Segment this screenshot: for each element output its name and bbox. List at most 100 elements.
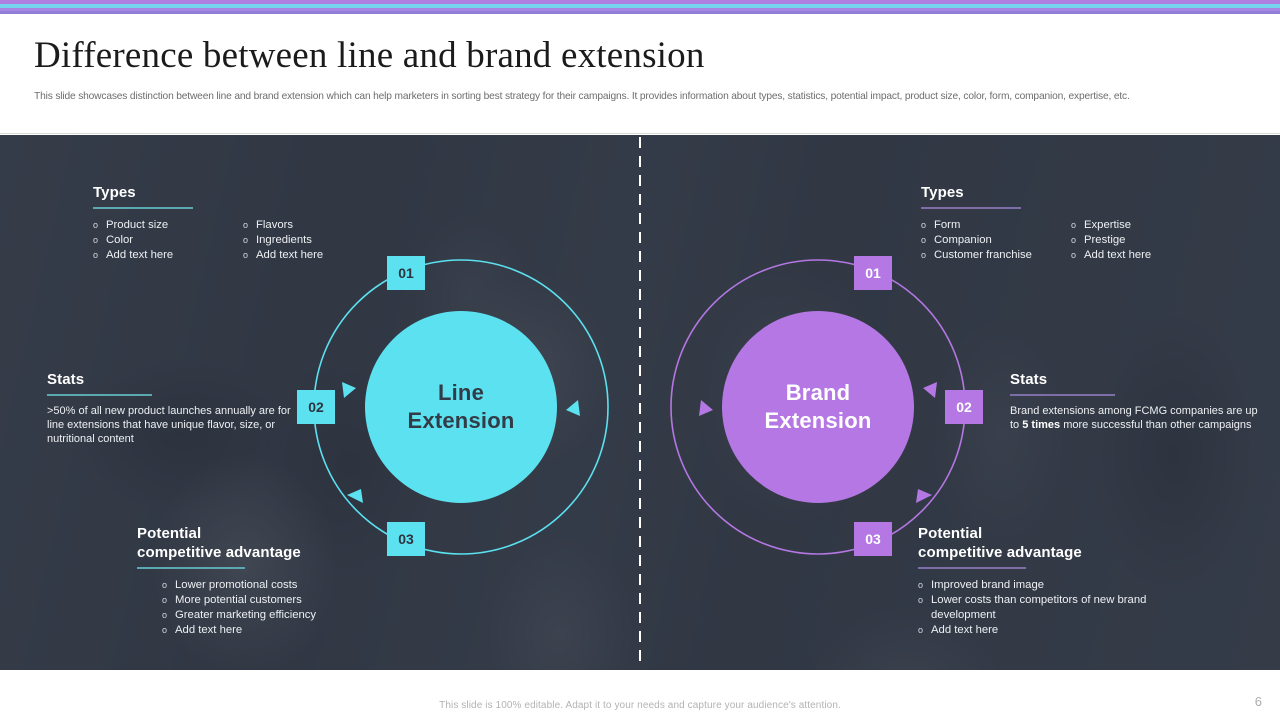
list-item-label: Greater marketing efficiency xyxy=(175,609,317,621)
bullet-circle-icon: o xyxy=(162,595,168,605)
left-types-underline xyxy=(93,207,193,209)
bullet-circle-icon: o xyxy=(1071,220,1077,230)
list-item: o Customer franchise xyxy=(921,248,1071,263)
list-item-label: Form xyxy=(934,219,961,231)
stripe-purple-mid xyxy=(0,8,1280,11)
right-stats-heading: Stats xyxy=(1010,371,1048,388)
right-badge-01[interactable]: 01 xyxy=(854,256,892,290)
left-advantage-underline xyxy=(137,567,245,569)
stripe-purple-top xyxy=(0,0,1280,4)
list-item-label: Add text here xyxy=(256,249,324,261)
list-item: o Color xyxy=(93,233,243,248)
list-item-label: More potential customers xyxy=(175,594,302,606)
left-badge-03[interactable]: 03 xyxy=(387,522,425,556)
bullet-circle-icon: o xyxy=(1071,235,1077,245)
right-badge-03[interactable]: 03 xyxy=(854,522,892,556)
list-item: o Companion xyxy=(921,233,1071,248)
list-item: o More potential customers xyxy=(162,593,457,608)
right-advantage-block: Potential competitive advantage o Improv… xyxy=(918,524,1218,637)
list-item-label: Flavors xyxy=(256,219,294,231)
left-types-block: Types o Product size o Color o Add text … xyxy=(93,183,453,263)
bullet-circle-icon: o xyxy=(162,625,168,635)
stripe-purple-bottom xyxy=(0,11,1280,14)
bullet-circle-icon: o xyxy=(162,580,168,590)
footer-note: This slide is 100% editable. Adapt it to… xyxy=(439,700,841,711)
right-stats-body-part-2: more successful than other campaigns xyxy=(1060,419,1252,431)
right-types-column-1: o Form o Companion o Customer franchise xyxy=(921,218,1071,263)
right-advantage-heading: Potential competitive advantage xyxy=(918,525,1082,561)
right-types-underline xyxy=(921,207,1021,209)
list-item: o Product size xyxy=(93,218,243,233)
list-item-label: Companion xyxy=(934,234,992,246)
right-stats-block: Stats Brand extensions among FCMG compan… xyxy=(1010,370,1260,432)
list-item: o Improved brand image xyxy=(918,578,1218,593)
left-stats-body: >50% of all new product launches annuall… xyxy=(47,405,291,445)
center-dashed-divider xyxy=(639,137,641,669)
right-types-bullets: o Form o Companion o Customer franchise … xyxy=(921,218,1251,263)
left-badge-01[interactable]: 01 xyxy=(387,256,425,290)
list-item: o Add text here xyxy=(1071,248,1151,263)
bullet-circle-icon: o xyxy=(93,235,99,245)
bullet-circle-icon: o xyxy=(918,580,924,590)
page-subtitle: This slide showcases distinction between… xyxy=(34,91,1130,102)
top-stripe-bar xyxy=(0,0,1280,14)
bullet-circle-icon: o xyxy=(921,235,927,245)
right-badge-02[interactable]: 02 xyxy=(945,390,983,424)
list-item-label: Color xyxy=(106,234,133,246)
right-types-heading: Types xyxy=(921,184,964,201)
right-advantage-underline xyxy=(918,567,1026,569)
line-extension-label: Line Extension xyxy=(407,380,515,433)
right-advantage-bullets: o Improved brand image o Lower costs tha… xyxy=(918,578,1218,637)
bullet-circle-icon: o xyxy=(921,250,927,260)
list-item: o Ingredients xyxy=(243,233,323,248)
list-item-label: Customer franchise xyxy=(934,249,1032,261)
line-extension-diagram: Line Extension 01 02 03 xyxy=(297,256,611,557)
brand-extension-diagram: Brand Extension 01 02 03 xyxy=(668,256,983,557)
page-number: 6 xyxy=(1254,694,1262,709)
list-item: o Add text here xyxy=(93,248,243,263)
list-item-label: Prestige xyxy=(1084,234,1126,246)
right-stats-body-part-1: Brand extensions among FCMG companies ar… xyxy=(1010,405,1258,431)
left-types-column-1: o Product size o Color o Add text here xyxy=(93,218,243,263)
list-item-label: Add text here xyxy=(931,623,999,636)
right-stats-emphasis: 5 times xyxy=(1022,419,1061,431)
left-badge-02[interactable]: 02 xyxy=(297,390,335,424)
list-item: o Add text here xyxy=(162,623,457,638)
bullet-circle-icon: o xyxy=(1071,250,1077,260)
list-item-label: Expertise xyxy=(1084,219,1132,231)
bullet-circle-icon: o xyxy=(243,220,249,230)
list-item: o Flavors xyxy=(243,218,323,233)
list-item-label: Add text here xyxy=(1084,249,1152,261)
bullet-circle-icon: o xyxy=(243,250,249,260)
list-item: o Add text here xyxy=(243,248,323,263)
list-item: o Lower costs than competitors of new br… xyxy=(918,593,1218,622)
left-types-bullets: o Product size o Color o Add text here o… xyxy=(93,218,453,263)
list-item: o Greater marketing efficiency xyxy=(162,608,457,623)
list-item-label: Ingredients xyxy=(256,234,312,246)
slide-header: Difference between line and brand extens… xyxy=(0,14,1280,134)
list-item: o Prestige xyxy=(1071,233,1151,248)
header-divider xyxy=(0,133,1280,134)
page-title: Difference between line and brand extens… xyxy=(34,35,705,76)
left-stats-block: Stats >50% of all new product launches a… xyxy=(47,370,297,446)
bullet-circle-icon: o xyxy=(918,595,924,605)
list-item: o Expertise xyxy=(1071,218,1151,233)
list-item: o Form xyxy=(921,218,1071,233)
right-stats-body: Brand extensions among FCMG companies ar… xyxy=(1010,404,1260,432)
bullet-circle-icon: o xyxy=(921,220,927,230)
left-advantage-heading: Potential competitive advantage xyxy=(137,525,301,561)
stripe-cyan xyxy=(0,4,1280,8)
right-types-column-2: o Expertise o Prestige o Add text here xyxy=(1071,218,1151,263)
left-advantage-block: Potential competitive advantage o Lower … xyxy=(137,524,457,638)
bullet-circle-icon: o xyxy=(162,610,168,620)
list-item-label: Lower promotional costs xyxy=(175,579,298,591)
list-item-label: Product size xyxy=(106,219,169,231)
bullet-circle-icon: o xyxy=(243,235,249,245)
right-types-block: Types o Form o Companion o Customer fran… xyxy=(921,183,1251,263)
brand-extension-core: Brand Extension xyxy=(722,311,914,503)
line-extension-core: Line Extension xyxy=(365,311,557,503)
list-item-label: Add text here xyxy=(175,624,243,636)
bullet-circle-icon: o xyxy=(93,250,99,260)
bullet-circle-icon: o xyxy=(918,624,924,635)
